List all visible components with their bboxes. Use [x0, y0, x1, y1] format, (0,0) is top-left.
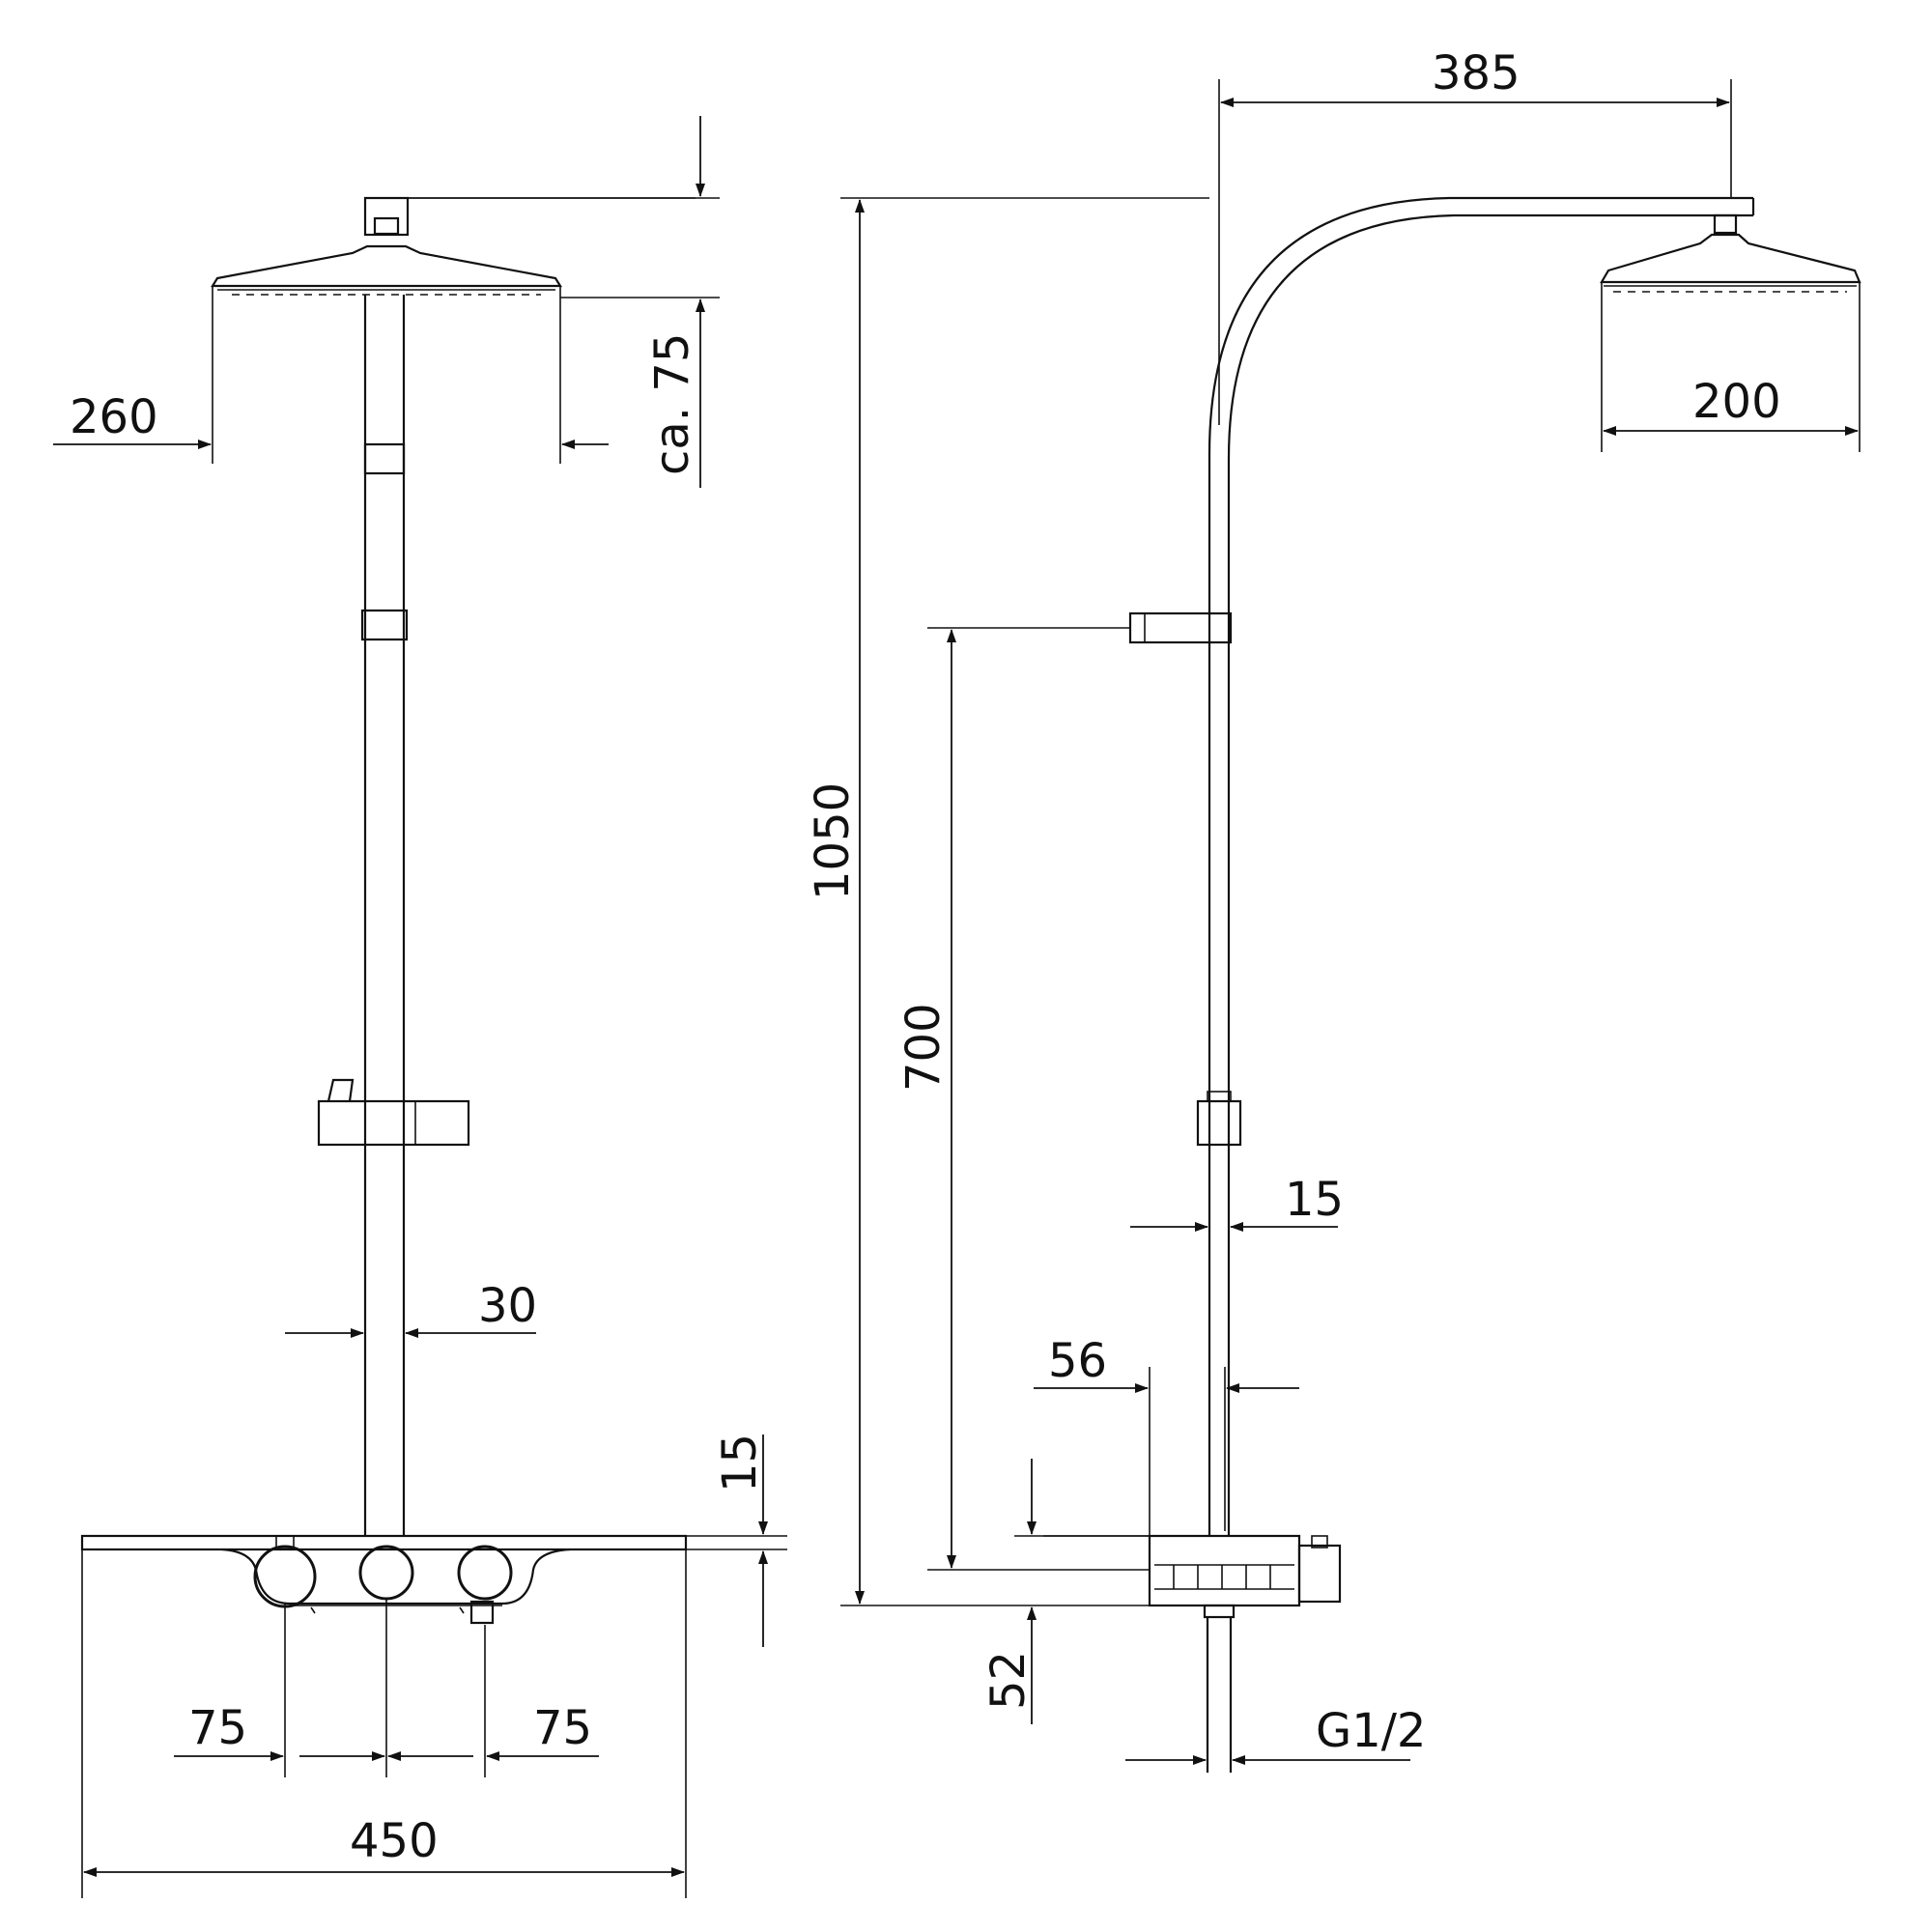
mixer-body-front — [221, 1548, 571, 1605]
side-view — [1043, 196, 1861, 1773]
mixer-body-side — [1148, 1534, 1301, 1607]
shower-head-front — [211, 244, 562, 288]
arm-head-joint — [1713, 213, 1738, 235]
pipe-sleeve-middle — [360, 609, 409, 641]
dim-label-total-height: 1050 — [806, 782, 860, 900]
pipe-sleeve-side — [1196, 1099, 1242, 1147]
dim-label-pipe-diameter: 30 — [478, 1279, 537, 1333]
dim-label-head-width-front: 260 — [70, 390, 158, 444]
side-dimensions: 385 200 1050 700 15 56 52 — [806, 46, 1861, 1765]
arm-inner-curve — [1227, 213, 1753, 488]
water-connection-nut — [1203, 1604, 1236, 1619]
dim-label-head-width-side: 200 — [1692, 375, 1781, 429]
hose-connector — [469, 1600, 495, 1625]
head-mount-block — [363, 196, 410, 237]
front-view — [80, 196, 696, 1625]
right-control-knob — [457, 1545, 513, 1601]
dim-label-connection-thread: G1/2 — [1316, 1704, 1426, 1758]
dim-label-head-height: ca. 75 — [645, 333, 699, 475]
dim-label-holder-height: 700 — [896, 1003, 951, 1092]
pipe-sleeve-side-top — [1207, 1091, 1232, 1102]
center-control-knob — [358, 1545, 414, 1601]
dim-label-shelf-width: 450 — [350, 1814, 439, 1868]
holder-clip — [327, 1078, 355, 1102]
dim-label-bar-diameter: 15 — [1285, 1173, 1344, 1227]
hand-shower-holder-front — [317, 1099, 470, 1147]
dim-label-knob-spacing-left: 75 — [188, 1701, 247, 1755]
pipe-sleeve-upper — [363, 442, 406, 475]
dim-label-arm-reach: 385 — [1432, 46, 1520, 100]
left-knob-stem — [275, 1535, 295, 1548]
dim-label-mixer-offset: 56 — [1048, 1334, 1107, 1388]
head-swivel-joint — [373, 216, 400, 236]
arm-outer-curve — [1208, 196, 1753, 488]
front-dimensions: 260 ca. 75 30 15 75 75 450 — [53, 116, 787, 1898]
dim-label-mixer-height: 52 — [981, 1651, 1036, 1710]
left-control-knob — [253, 1545, 317, 1608]
mixer-side-handle — [1297, 1544, 1342, 1604]
dim-label-shelf-thickness: 15 — [713, 1434, 767, 1492]
mixer-side-handle-top — [1311, 1535, 1328, 1548]
shower-head-side — [1600, 233, 1861, 284]
dim-label-knob-spacing-right: 75 — [533, 1701, 592, 1755]
mixer-side-buttons — [1154, 1564, 1294, 1590]
mixer-feet — [310, 1606, 465, 1614]
